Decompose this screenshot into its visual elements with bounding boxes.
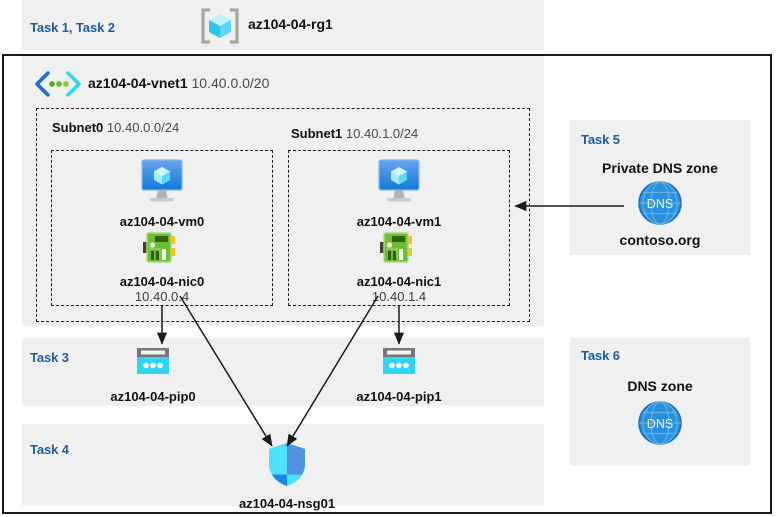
nic0-ip: 10.40.0.4 — [134, 289, 190, 304]
nic1-node[interactable]: az104-04-nic1 10.40.1.4 — [329, 229, 469, 304]
pip1-label: az104-04-pip1 — [356, 389, 442, 404]
dns-globe-icon: DNS — [570, 180, 750, 231]
subnet1-name: Subnet1 — [291, 126, 343, 141]
nic1-ip: 10.40.1.4 — [371, 289, 427, 304]
private-dns-heading: Private DNS zone — [602, 160, 718, 176]
vm0-node[interactable]: az104-04-vm0 — [92, 156, 232, 229]
pip1-node[interactable]: az104-04-pip1 — [339, 344, 459, 404]
virtual-machine-icon — [92, 156, 232, 211]
diagram-outer-frame — [2, 54, 772, 514]
public-dns-heading: DNS zone — [627, 378, 693, 394]
vm1-node[interactable]: az104-04-vm1 — [329, 156, 469, 229]
public-dns-node[interactable]: DNS zone DNS — [570, 378, 750, 451]
svg-text:DNS: DNS — [647, 197, 673, 211]
nsg-node[interactable]: az104-04-nsg01 — [217, 440, 357, 511]
task-label-6: Task 6 — [581, 348, 620, 363]
vnet-title: az104-04-vnet1 10.40.0.0/20 — [88, 75, 269, 91]
nic0-label: az104-04-nic0 — [119, 274, 205, 289]
vnet-cidr: 10.40.0.0/20 — [191, 75, 270, 91]
subnet1-title: Subnet1 10.40.1.0/24 — [291, 126, 418, 141]
vm0-label: az104-04-vm0 — [119, 214, 205, 229]
task-label-4: Task 4 — [30, 442, 69, 457]
subnet1-cidr: 10.40.1.0/24 — [345, 126, 419, 141]
subnet0-cidr: 10.40.0.0/24 — [106, 120, 180, 135]
vnet-name: az104-04-vnet1 — [88, 75, 188, 91]
resource-group-header-band — [22, 0, 544, 50]
private-dns-node[interactable]: Private DNS zone DNS contoso.org — [570, 160, 750, 248]
resource-group-icon — [198, 6, 242, 46]
vnet-panel — [22, 56, 544, 326]
task-label-5: Task 5 — [581, 132, 620, 147]
nic0-node[interactable]: az104-04-nic0 10.40.0.4 — [92, 229, 232, 304]
subnets-container — [36, 108, 530, 322]
public-ip-address-icon — [93, 344, 213, 385]
subnet0-title: Subnet0 10.40.0.0/24 — [52, 120, 179, 135]
nic1-label: az104-04-nic1 — [356, 274, 442, 289]
public-ip-panel — [22, 338, 544, 406]
subnet0-box — [51, 150, 273, 306]
network-interface-icon — [329, 229, 469, 272]
virtual-machine-icon — [329, 156, 469, 211]
subnet1-box — [288, 150, 510, 306]
private-dns-name: contoso.org — [619, 232, 701, 248]
nsg-label: az104-04-nsg01 — [238, 496, 336, 511]
public-ip-address-icon — [339, 344, 459, 385]
task-label-3: Task 3 — [30, 350, 69, 365]
network-interface-icon — [92, 229, 232, 272]
svg-text:DNS: DNS — [647, 417, 673, 431]
network-security-group-shield-icon — [217, 440, 357, 493]
virtual-network-icon — [34, 70, 82, 98]
pip0-node[interactable]: az104-04-pip0 — [93, 344, 213, 404]
dns-globe-icon: DNS — [570, 400, 750, 451]
pip0-label: az104-04-pip0 — [110, 389, 196, 404]
vm1-label: az104-04-vm1 — [356, 214, 442, 229]
task-label-1-2: Task 1, Task 2 — [30, 20, 115, 35]
subnet0-name: Subnet0 — [52, 120, 104, 135]
resource-group-name: az104-04-rg1 — [248, 16, 333, 32]
